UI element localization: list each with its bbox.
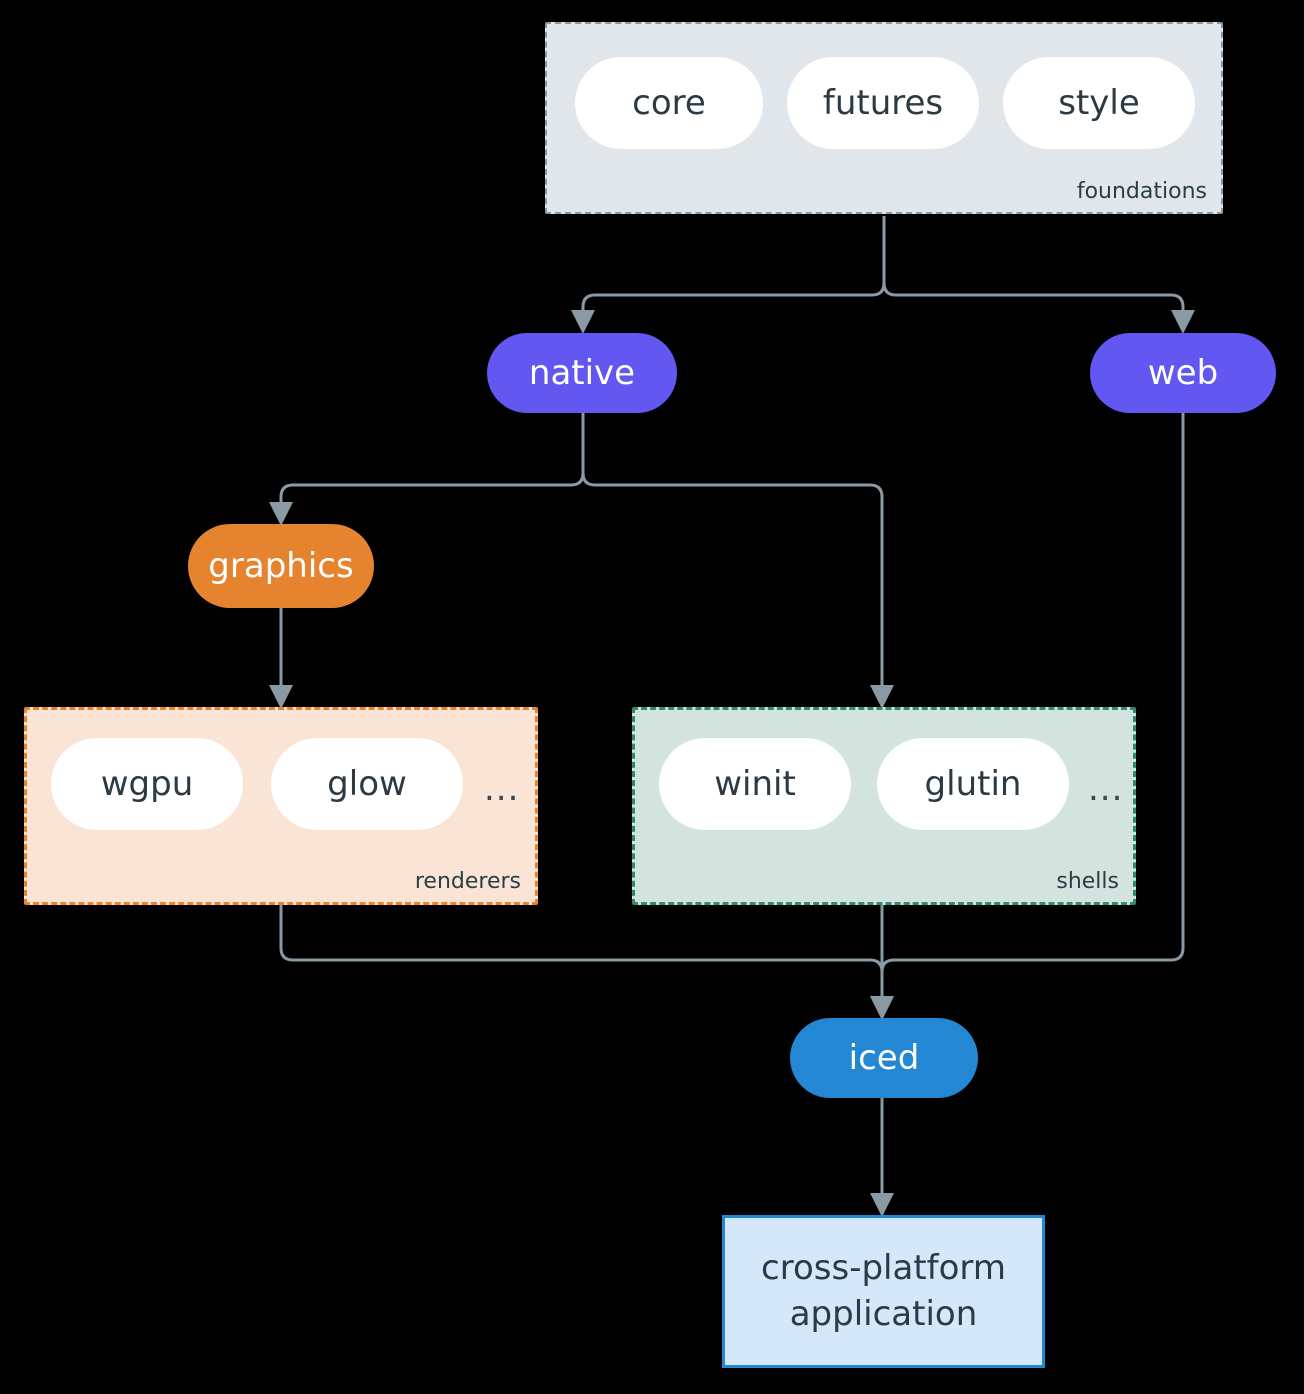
node-graphics-label: graphics	[208, 546, 354, 586]
node-native-label: native	[528, 353, 636, 393]
edge-renderers-iced	[279, 905, 894, 1020]
cluster-renderers: wgpu glow ... renderers	[24, 707, 538, 905]
cluster-renderers-label: renderers	[414, 869, 521, 894]
node-iced-label: iced	[848, 1038, 920, 1078]
cluster-shells-label: shells	[1056, 869, 1119, 894]
pill-glutin[interactable]: glutin	[877, 738, 1069, 830]
pill-glutin-label: glutin	[924, 764, 1022, 804]
pill-wgpu[interactable]: wgpu	[51, 738, 243, 830]
node-web-label: web	[1147, 353, 1219, 393]
edge-native-shells	[581, 412, 894, 709]
pill-core-label: core	[632, 83, 706, 123]
node-iced[interactable]: iced	[790, 1018, 978, 1098]
edge-foundations-web	[882, 216, 1195, 334]
pill-futures-label: futures	[822, 83, 944, 123]
application-label-line2: application	[789, 1293, 978, 1334]
cluster-shells: winit glutin ... shells	[632, 707, 1136, 905]
shells-ellipsis: ...	[1088, 769, 1124, 809]
pill-glow[interactable]: glow	[271, 738, 463, 830]
edge-native-graphics	[269, 412, 585, 526]
node-graphics[interactable]: graphics	[188, 524, 374, 608]
renderers-ellipsis: ...	[484, 769, 520, 809]
pill-style[interactable]: style	[1003, 57, 1195, 149]
application-label-line1: cross-platform	[761, 1247, 1006, 1288]
edge-foundations-native	[571, 216, 886, 334]
pill-glow-label: glow	[327, 764, 407, 804]
node-web[interactable]: web	[1090, 333, 1276, 413]
cluster-foundations-label: foundations	[1076, 179, 1207, 204]
pill-winit[interactable]: winit	[659, 738, 851, 830]
pill-futures[interactable]: futures	[787, 57, 979, 149]
node-cross-platform-application[interactable]: cross-platform application	[722, 1215, 1045, 1368]
pill-winit-label: winit	[714, 764, 796, 804]
pill-style-label: style	[1058, 83, 1140, 123]
cluster-foundations: core futures style foundations	[545, 22, 1223, 214]
pill-core[interactable]: core	[575, 57, 763, 149]
pill-wgpu-label: wgpu	[100, 764, 194, 804]
node-native[interactable]: native	[487, 333, 677, 413]
